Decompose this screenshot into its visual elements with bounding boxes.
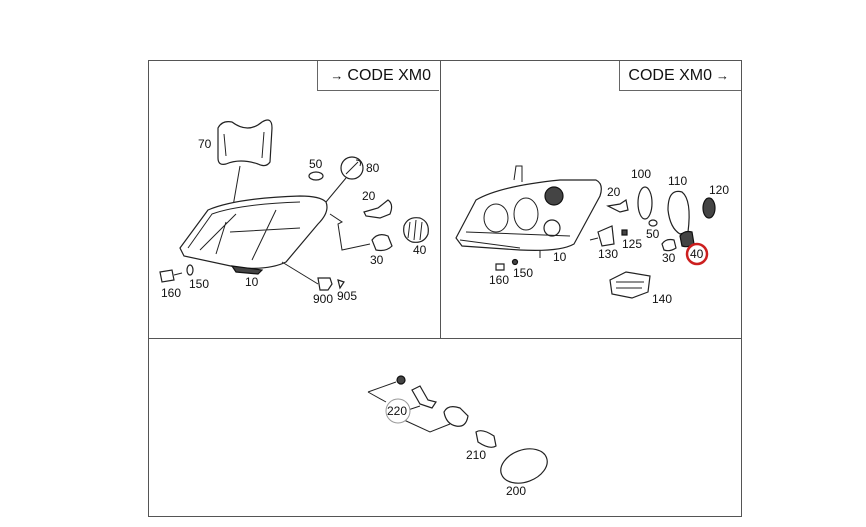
part-label: 20: [607, 185, 621, 199]
part-label: 110: [668, 174, 687, 188]
washer-part-150[interactable]: [186, 264, 194, 276]
nut-part[interactable]: [396, 375, 406, 385]
part-label: 200: [506, 484, 526, 498]
bracket-part-70[interactable]: [217, 119, 273, 167]
part-label: 50: [646, 227, 660, 241]
lens-part-200[interactable]: [496, 443, 552, 489]
bulb-part-20[interactable]: [606, 199, 629, 213]
part-label: 100: [631, 167, 651, 181]
highlighted-part-label: 40: [690, 247, 704, 261]
code-label-left: → CODE XM0: [317, 61, 439, 91]
right-arrow-icon: →: [716, 68, 729, 83]
part-label: 30: [662, 251, 676, 265]
part-label: 150: [513, 266, 533, 280]
panel-top-left: 70 50 80 20 30 40 160 150 10 900 905: [159, 119, 429, 306]
screw-part-160[interactable]: [495, 263, 505, 271]
ring-part-120[interactable]: [702, 197, 716, 219]
part-label: 140: [652, 292, 672, 306]
bulb-part-30[interactable]: [371, 234, 393, 252]
code-label-right-text: CODE XM0: [628, 66, 712, 84]
part-label: 150: [189, 277, 209, 291]
xenon-bulb-part-130[interactable]: [597, 225, 615, 247]
diagram-frame: → CODE XM0 CODE XM0 →: [148, 60, 742, 517]
code-label-right: CODE XM0 →: [619, 61, 741, 91]
bulb-part-210[interactable]: [475, 430, 497, 448]
part-label: 900: [313, 292, 333, 306]
part-label: 905: [337, 289, 357, 303]
code-label-left-text: CODE XM0: [347, 66, 431, 84]
part-label: 210: [466, 448, 486, 462]
group-part-220[interactable]: [385, 398, 411, 424]
part-label: 160: [161, 286, 181, 300]
part-label: 40: [413, 243, 427, 257]
bulb-part-50[interactable]: [308, 171, 324, 181]
headlamp-part-10[interactable]: [455, 179, 602, 251]
bulb-part-20[interactable]: [363, 199, 393, 219]
connector-part-900[interactable]: [317, 277, 333, 291]
part-label: 20: [362, 189, 376, 203]
part-label: 10: [245, 275, 259, 289]
panel-bottom: 220 210 200: [367, 375, 552, 498]
part-label: 220: [387, 404, 407, 418]
clip-part-125[interactable]: [621, 229, 628, 236]
part-label: 130: [598, 247, 618, 261]
part-label: 80: [366, 161, 380, 175]
right-arrow-icon: →: [330, 68, 344, 83]
clip-part-905[interactable]: [337, 279, 345, 290]
part-label: 125: [622, 237, 642, 251]
part-label: 50: [309, 157, 323, 171]
socket-part[interactable]: [443, 406, 469, 427]
cap-part-110[interactable]: [667, 190, 690, 235]
washer-part-150[interactable]: [511, 258, 519, 266]
clip-part[interactable]: [411, 385, 437, 409]
highlight-circle-part-40[interactable]: [685, 242, 709, 266]
part-label: 70: [198, 137, 212, 151]
panel-top-right: 100 110 120 20 125 130 50 30 40 10 160 1…: [455, 165, 729, 306]
part-label: 30: [370, 253, 384, 267]
horizontal-divider: [149, 338, 741, 339]
ballast-part-140[interactable]: [609, 271, 651, 299]
bulb-part-30[interactable]: [661, 238, 677, 252]
part-label: 160: [489, 273, 509, 287]
vertical-divider: [440, 61, 441, 338]
part-label: 120: [709, 183, 729, 197]
part-label: 10: [553, 250, 567, 264]
cover-part-100[interactable]: [637, 186, 653, 220]
screw-part-160[interactable]: [159, 269, 175, 283]
bulb-part-50[interactable]: [648, 219, 658, 227]
